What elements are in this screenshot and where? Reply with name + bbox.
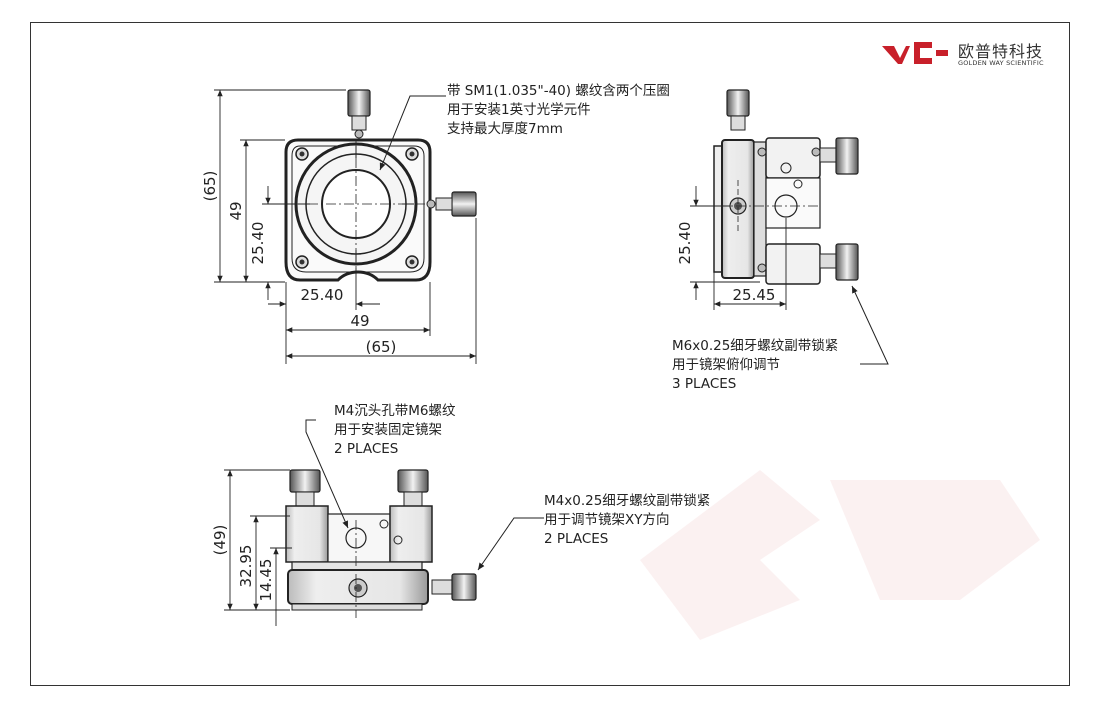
note-bottom-left-line: M4沉头孔带M6螺纹 [334, 403, 456, 419]
dim-bottom-height-2: 14.45 [257, 559, 275, 602]
dim-front-center-width: 25.40 [301, 286, 344, 304]
note-top-line: 用于安装1英寸光学元件 [447, 102, 591, 118]
dim-side-width: 25.45 [733, 286, 776, 304]
bottom-view [285, 419, 544, 618]
drawing-frame [30, 22, 1070, 686]
note-top-line: 支持最大厚度7mm [447, 121, 563, 137]
dim-bottom-height-total: (49) [211, 525, 229, 556]
side-dimensions [690, 186, 787, 310]
front-dimensions [214, 89, 477, 364]
dim-side-center-height: 25.40 [676, 222, 694, 265]
note-right-line: 3 PLACES [672, 376, 737, 392]
note-top: 带 SM1(1.035"-40) 螺纹含两个压圈 用于安装1英寸光学元件 支持最… [447, 82, 670, 139]
note-top-line: 带 SM1(1.035"-40) 螺纹含两个压圈 [447, 83, 670, 99]
bottom-dimensions [224, 469, 292, 626]
note-right-line: M6x0.25细牙螺纹副带锁紧 [672, 338, 839, 354]
note-bottom-left-line: 用于安装固定镜架 [334, 422, 442, 438]
note-bottom-left-line: 2 PLACES [334, 441, 399, 457]
dim-front-height: 49 [227, 201, 245, 220]
front-view [284, 89, 477, 282]
note-bottom-right-line: M4x0.25细牙螺纹副带锁紧 [544, 493, 711, 509]
dim-bottom-height-1: 32.95 [237, 545, 255, 588]
dim-front-width: 49 [350, 312, 369, 330]
note-right-line: 用于镜架俯仰调节 [672, 357, 780, 373]
note-bottom-right-line: 用于调节镜架XY方向 [544, 512, 670, 528]
dim-front-width-total: (65) [366, 338, 397, 356]
brand-logo [882, 42, 948, 64]
note-bottom-left: M4沉头孔带M6螺纹 用于安装固定镜架 2 PLACES [334, 402, 455, 459]
note-bottom-right: M4x0.25细牙螺纹副带锁紧 用于调节镜架XY方向 2 PLACES [544, 492, 710, 549]
note-bottom-right-line: 2 PLACES [544, 531, 609, 547]
side-view [700, 89, 889, 365]
brand-name: 欧普特科技 [958, 42, 1044, 61]
brand-subtitle: GOLDEN WAY SCIENTIFIC [958, 59, 1044, 67]
dim-front-center-height: 25.40 [249, 222, 267, 265]
note-right: M6x0.25细牙螺纹副带锁紧 用于镜架俯仰调节 3 PLACES [672, 337, 838, 394]
dim-front-height-total: (65) [201, 171, 219, 202]
